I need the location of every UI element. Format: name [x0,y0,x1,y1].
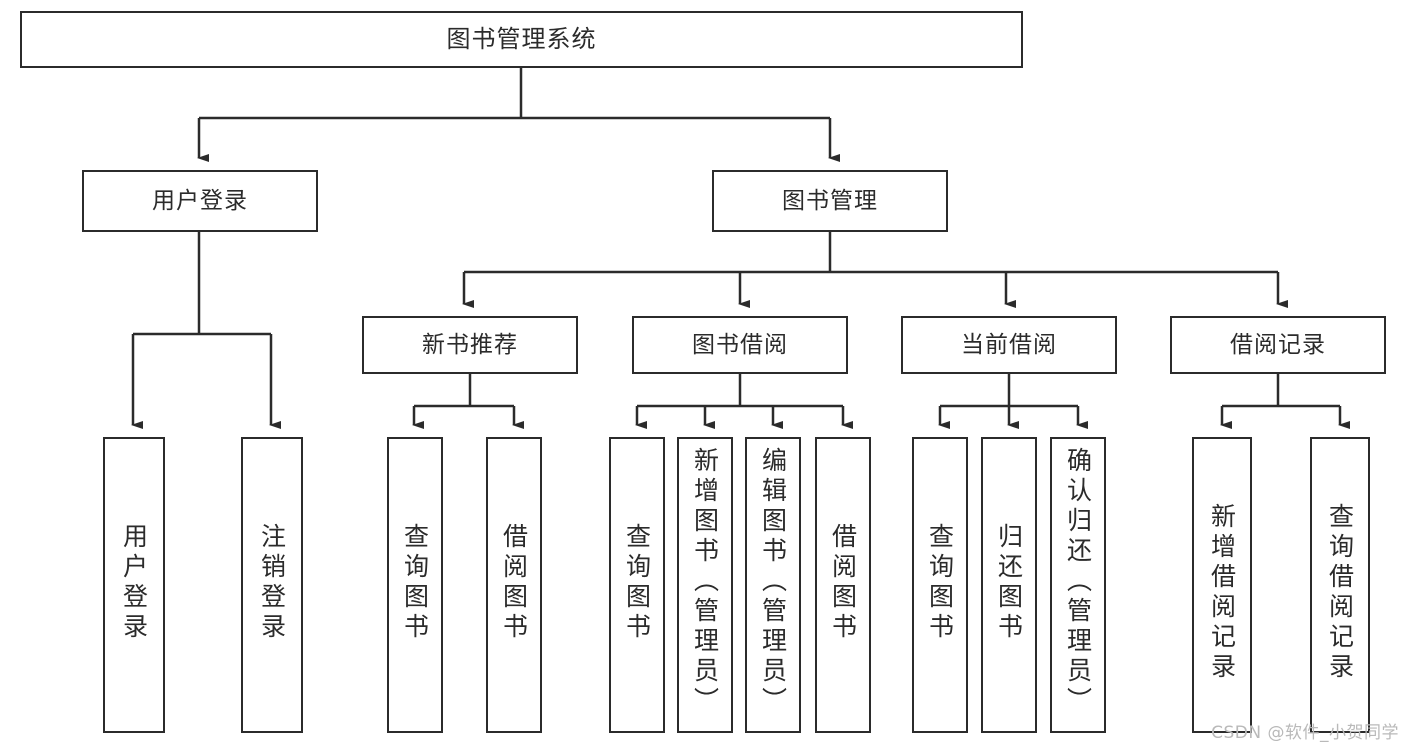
node-root-system[interactable]: 图书管理系统 [20,11,1023,68]
node-label: 查询图书 [925,523,955,643]
node-label: 查询图书 [622,523,652,643]
node-current-borrow[interactable]: 当前借阅 [901,316,1117,374]
node-leaf-query-borrow-record[interactable]: 查询借阅记录 [1310,437,1370,733]
node-label: 归还图书 [994,523,1024,643]
node-leaf-borrow-book[interactable]: 借阅图书 [815,437,871,733]
node-borrow-records[interactable]: 借阅记录 [1170,316,1386,374]
node-leaf-edit-book-admin[interactable]: 编辑图书（管理员） [745,437,801,733]
node-book-borrow[interactable]: 图书借阅 [632,316,848,374]
node-user-login[interactable]: 用户登录 [82,170,318,232]
node-leaf-query-book-borrow[interactable]: 查询图书 [609,437,665,733]
node-leaf-confirm-return-admin[interactable]: 确认归还（管理员） [1050,437,1106,733]
node-leaf-borrow-book-recommend[interactable]: 借阅图书 [486,437,542,733]
node-label: 新增借阅记录 [1207,503,1237,683]
node-label: 用户登录 [152,187,248,214]
node-label: 图书管理 [782,187,878,214]
node-label: 当前借阅 [961,331,1057,358]
node-label: 编辑图书（管理员） [758,447,788,717]
node-label: 用户登录 [119,523,149,643]
node-label: 借阅记录 [1230,331,1326,358]
node-new-book-recommend[interactable]: 新书推荐 [362,316,578,374]
node-leaf-query-book-current[interactable]: 查询图书 [912,437,968,733]
node-label: 新增图书（管理员） [690,447,720,717]
node-book-management[interactable]: 图书管理 [712,170,948,232]
node-label: 注销登录 [257,523,287,643]
node-label: 新书推荐 [422,331,518,358]
node-label: 借阅图书 [828,523,858,643]
node-label: 查询图书 [400,523,430,643]
node-label: 图书借阅 [692,331,788,358]
node-leaf-logout[interactable]: 注销登录 [241,437,303,733]
node-label: 查询借阅记录 [1325,503,1355,683]
node-leaf-return-book[interactable]: 归还图书 [981,437,1037,733]
node-label: 借阅图书 [499,523,529,643]
node-label: 图书管理系统 [446,24,597,53]
node-leaf-user-login[interactable]: 用户登录 [103,437,165,733]
node-leaf-add-book-admin[interactable]: 新增图书（管理员） [677,437,733,733]
node-label: 确认归还（管理员） [1063,447,1093,717]
watermark-text: CSDN @软件_小贺同学 [1211,723,1399,743]
node-leaf-add-borrow-record[interactable]: 新增借阅记录 [1192,437,1252,733]
node-leaf-query-book-recommend[interactable]: 查询图书 [387,437,443,733]
